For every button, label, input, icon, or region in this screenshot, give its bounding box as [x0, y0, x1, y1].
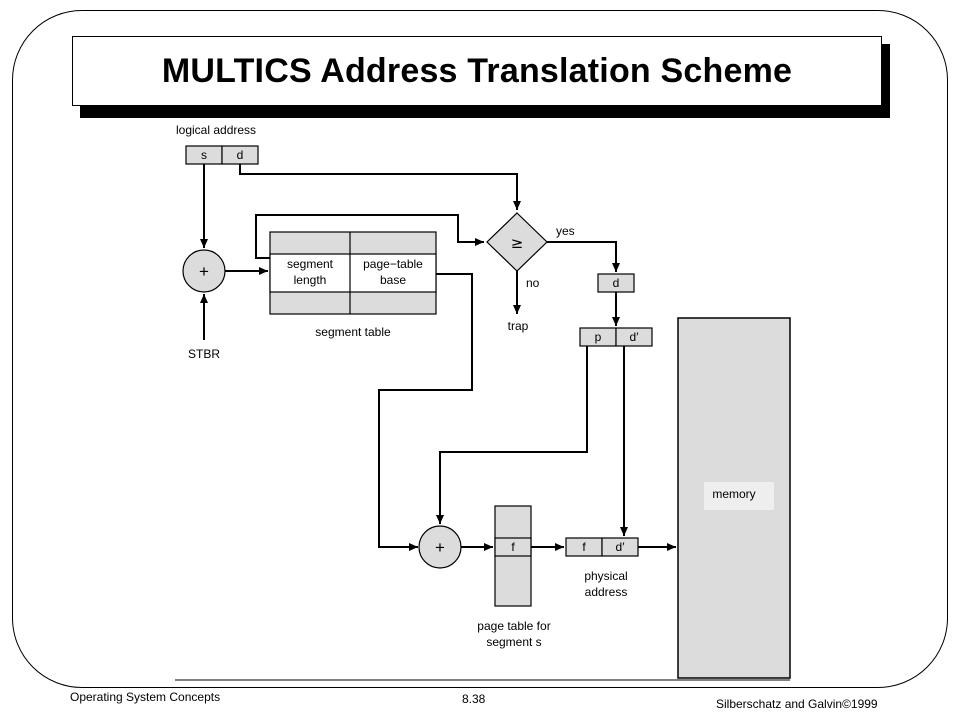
segment-length-line1: segment — [287, 257, 334, 271]
compare-symbol: ≥ — [511, 234, 524, 252]
adder-1: + — [182, 249, 226, 293]
physical-address-box: f d′ — [565, 537, 639, 557]
logical-address-label: logical address — [176, 123, 256, 137]
d-prime-field-2: d′ — [616, 540, 626, 554]
memory-block: memory — [677, 317, 791, 679]
yes-to-d-arrow — [547, 241, 620, 272]
memory-label: memory — [712, 487, 755, 501]
s-field: s — [201, 148, 207, 162]
yes-label: yes — [556, 224, 575, 238]
physical-address-line1: physical — [584, 569, 627, 583]
page-table-f: f — [511, 540, 515, 554]
footer-page-number: 8.38 — [462, 692, 486, 706]
physical-address-line2: address — [585, 585, 628, 599]
p-dprime-box: p d′ — [579, 327, 653, 347]
d-box-label: d — [613, 276, 620, 290]
adder-2-symbol: + — [435, 538, 445, 557]
footer-left: Operating System Concepts — [70, 690, 221, 704]
physical-f-field: f — [582, 540, 586, 554]
segment-table-label: segment table — [315, 325, 391, 339]
d-field: d — [237, 148, 244, 162]
segment-length-line2: length — [294, 273, 327, 287]
compare-diamond: ≥ — [486, 212, 548, 272]
stbr-label: STBR — [188, 347, 220, 361]
d-prime-field-1: d′ — [630, 330, 640, 344]
p-field: p — [595, 330, 602, 344]
slide-title: MULTICS Address Translation Scheme — [161, 51, 793, 90]
d-box: d — [597, 273, 635, 293]
footer-right: Silberschatz and Galvin©1999 — [716, 697, 878, 711]
p-to-adder2-arrow — [436, 346, 588, 524]
base-to-adder2-arrow — [378, 273, 473, 551]
title-box: MULTICS Address Translation Scheme — [72, 36, 882, 106]
length-to-compare-arrow — [255, 214, 484, 259]
segment-table: segment length page−table base — [269, 231, 437, 315]
logical-address-box: s d — [185, 145, 259, 165]
page-table-line2: segment s — [486, 635, 541, 649]
page-table: f — [494, 505, 532, 607]
no-label: no — [526, 276, 540, 290]
page-table-base-line1: page−table — [363, 257, 423, 271]
page-table-line1: page table for — [477, 619, 550, 633]
d-to-compare-arrow — [239, 164, 521, 210]
trap-label: trap — [508, 319, 529, 333]
adder-1-symbol: + — [199, 262, 209, 281]
page-table-base-line2: base — [380, 273, 406, 287]
slide-frame — [12, 10, 948, 688]
adder-2: + — [418, 525, 462, 569]
